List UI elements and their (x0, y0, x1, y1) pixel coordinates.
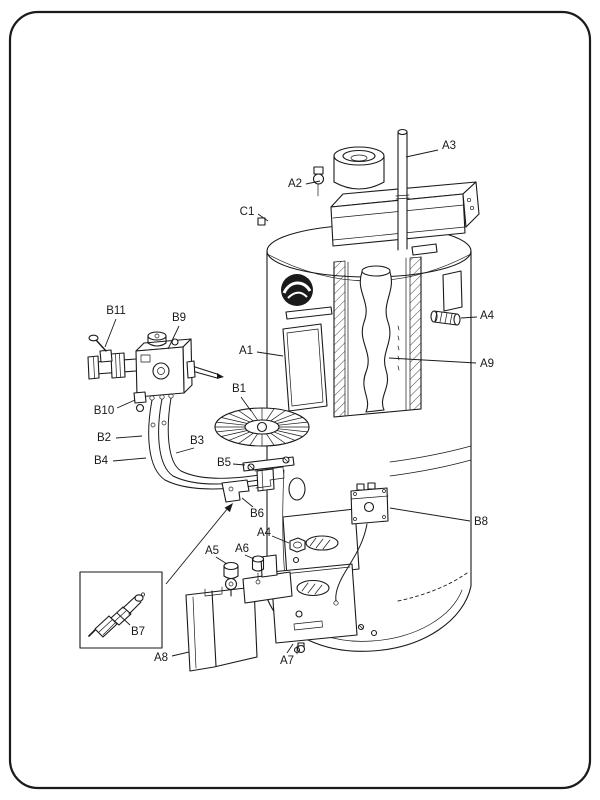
callout-leader-a1 (256, 351, 284, 357)
tank-illustration (266, 224, 472, 654)
callout-label-a3: A3 (442, 140, 456, 152)
dip-tube (359, 271, 392, 413)
callout-label-c1: C1 (240, 206, 255, 218)
callout-leader-b7 (116, 612, 131, 626)
callout-leader-a6 (244, 554, 255, 560)
clip-c1 (257, 217, 266, 226)
figure-border (8, 10, 592, 790)
callout-label-b9: B9 (172, 312, 186, 324)
callout-label-b1: B1 (232, 383, 246, 395)
callout-leader-b4 (112, 457, 147, 462)
callout-label-b2: B2 (97, 432, 111, 444)
orifice-valve (223, 561, 239, 597)
callout-label-a6: A6 (235, 543, 249, 555)
tank-label-plate (282, 323, 328, 412)
shutoff-valve (88, 334, 113, 363)
igniter-inset (79, 571, 163, 649)
blower-housing-illustration (257, 146, 480, 247)
callout-leader-b8 (389, 507, 471, 522)
burner-bracket (242, 456, 295, 489)
callout-label-b11: B11 (106, 305, 126, 317)
cutaway-section (333, 256, 422, 418)
callout-leader-a3 (405, 149, 439, 158)
callout-label-b7: B7 (131, 626, 145, 638)
tube-fitting (251, 555, 265, 585)
thermostat-rod (186, 360, 224, 379)
burner-illustration (214, 407, 310, 447)
callout-leader-b3 (175, 447, 195, 454)
callout-leader-b6 (241, 497, 254, 508)
sight-hole (288, 477, 306, 501)
flue-collar (333, 146, 385, 190)
callout-label-b6: B6 (250, 508, 264, 520)
callout-leader-a4-mid (271, 535, 290, 544)
pilot-tubes (148, 397, 275, 492)
callout-label-b5: B5 (217, 457, 231, 469)
burner-access-frame (282, 508, 360, 578)
callout-leader-a9 (388, 357, 477, 364)
callout-label-a2: A2 (288, 178, 302, 190)
callout-label-b8: B8 (474, 516, 488, 528)
callout-leader-a2 (305, 180, 321, 185)
callout-label-b4: B4 (94, 455, 109, 467)
callout-leader-c1 (257, 213, 269, 222)
pilot-bracket (221, 479, 250, 503)
callout-leader-a7 (286, 643, 294, 654)
pilot-fitting (133, 391, 147, 413)
callout-label-a1: A1 (239, 345, 253, 357)
igniter-control-box (333, 482, 389, 606)
callout-leader-b1 (240, 396, 252, 412)
gas-valve-illustration (87, 331, 275, 492)
callout-leader-a5 (215, 556, 228, 565)
callout-label-a9: A9 (480, 358, 494, 370)
callout-leader-b2 (115, 435, 143, 439)
logo-mark (281, 274, 313, 306)
anode-pipe (395, 128, 410, 251)
callout-leader-a8 (171, 651, 190, 657)
inset-pointer (165, 503, 233, 585)
pilot-parts (223, 537, 306, 604)
callout-label-b3: B3 (190, 435, 204, 447)
callout-label-b10: B10 (94, 405, 114, 417)
inner-door (270, 563, 358, 655)
hex-nut (289, 537, 306, 553)
nipple-fitting-right (430, 310, 461, 326)
rating-plate (442, 270, 463, 312)
side-tray (462, 181, 480, 228)
callout-label-a7: A7 (280, 655, 294, 667)
callout-label-a4-right: A4 (480, 310, 495, 322)
callout-leader-b5 (232, 463, 246, 466)
callout-leader-b10 (116, 399, 136, 409)
callout-label-a4-mid: A4 (257, 527, 272, 539)
callout-leader-a4-right (460, 316, 478, 319)
igniter-electrode (88, 592, 145, 638)
callout-leader-b9 (167, 325, 180, 350)
callout-leader-b11 (104, 318, 117, 348)
callout-label-a5: A5 (205, 545, 219, 557)
callout-label-a8: A8 (154, 652, 168, 664)
outer-door-bracket (185, 586, 258, 672)
